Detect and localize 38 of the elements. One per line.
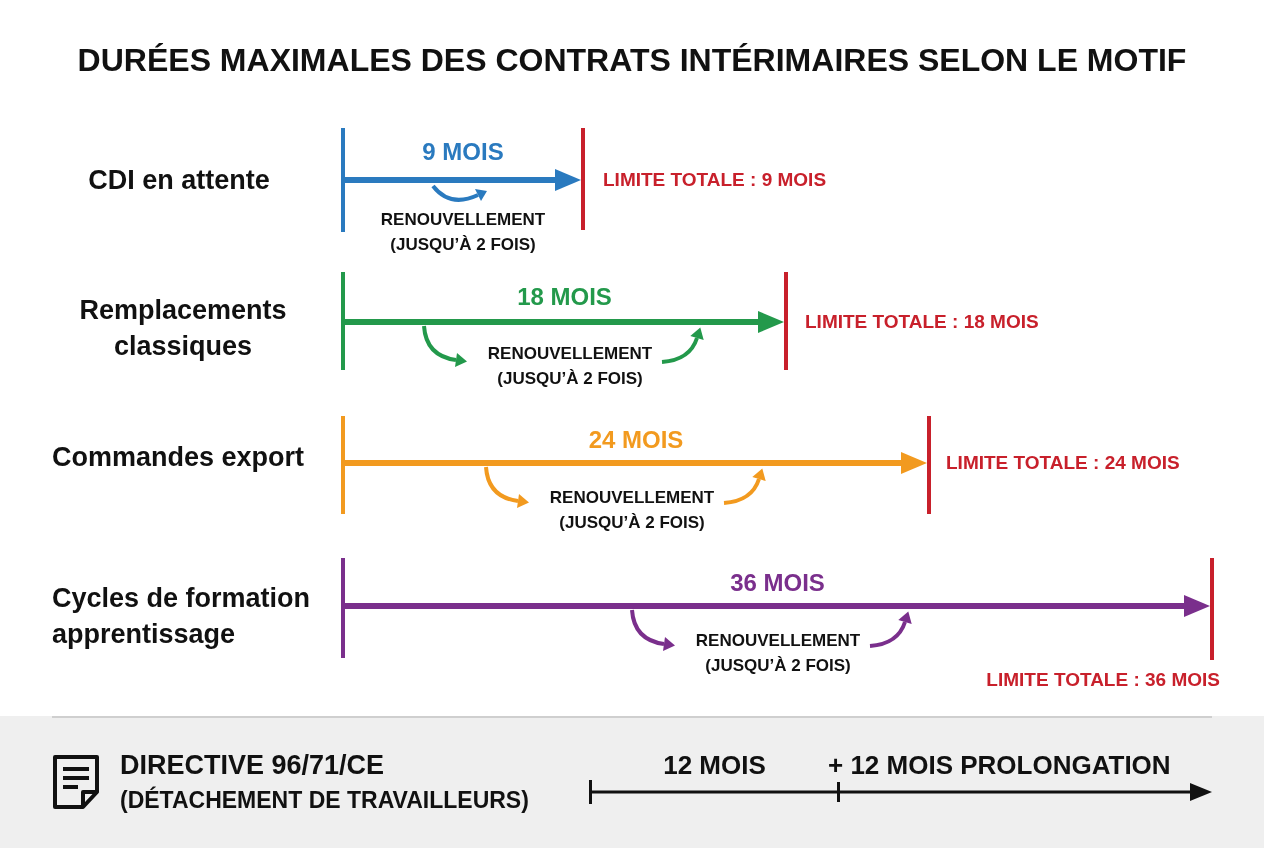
renewal-note: RENOUVELLEMENT (JUSQU’À 2 FOIS) — [695, 630, 861, 677]
duration-label: 12 MOIS — [663, 749, 766, 781]
start-tick — [341, 128, 345, 232]
row-label: Remplacements classiques — [79, 294, 287, 363]
timeline-arrow — [345, 311, 784, 333]
directive-subtitle: (DÉTACHEMENT DE TRAVAILLEURS) — [120, 786, 529, 814]
limit-bar — [927, 416, 931, 514]
limit-bar — [1210, 558, 1214, 660]
title: DURÉES MAXIMALES DES CONTRATS INTÉRIMAIRES SELON LE MOTIF — [77, 41, 1187, 80]
row-label: Cycles de formation apprentissage — [52, 582, 312, 651]
limit-bar — [784, 272, 788, 370]
limit-label: LIMITE TOTALE : 24 MOIS — [946, 451, 1180, 475]
start-tick — [341, 416, 345, 514]
timeline-line — [592, 790, 837, 794]
duration-label: 9 MOIS — [422, 137, 504, 167]
timeline-arrow — [840, 783, 1212, 801]
duration-label: 24 MOIS — [588, 425, 684, 455]
timeline-arrow — [345, 595, 1210, 617]
row-label: CDI en attente — [88, 164, 270, 197]
row-label: Commandes export — [52, 441, 305, 474]
duration-label: + 12 MOIS PROLONGATION — [828, 749, 1171, 781]
duration-label: 36 MOIS — [730, 568, 825, 598]
limit-label: LIMITE TOTALE : 18 MOIS — [805, 310, 1039, 334]
timeline-tick — [589, 780, 592, 804]
renewal-note: RENOUVELLEMENT (JUSQU’À 2 FOIS) — [487, 343, 653, 390]
renewal-note: RENOUVELLEMENT (JUSQU’À 2 FOIS) — [380, 209, 546, 256]
directive-band — [0, 716, 1264, 848]
limit-label: LIMITE TOTALE : 9 MOIS — [603, 168, 827, 192]
limit-label: LIMITE TOTALE : 36 MOIS — [986, 668, 1220, 692]
limit-bar — [581, 128, 585, 230]
timeline-tick — [837, 782, 840, 802]
start-tick — [341, 272, 345, 370]
timeline-arrow — [345, 452, 927, 474]
duration-label: 18 MOIS — [517, 282, 612, 312]
start-tick — [341, 558, 345, 658]
renewal-note: RENOUVELLEMENT (JUSQU’À 2 FOIS) — [549, 487, 715, 534]
timeline-arrow — [345, 169, 581, 191]
directive-title: DIRECTIVE 96/71/CE — [120, 749, 385, 781]
